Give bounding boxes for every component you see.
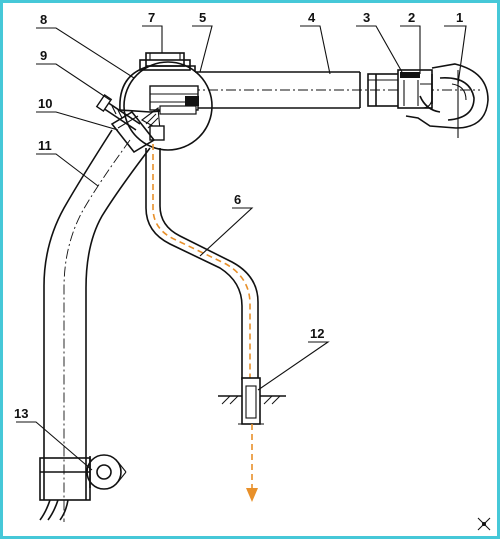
label-1: 1 — [456, 10, 463, 25]
label-6: 6 — [234, 192, 241, 207]
label-8: 8 — [40, 12, 47, 27]
label-13: 13 — [14, 406, 28, 421]
drain-plug-12 — [218, 377, 286, 425]
drain-pipe-6 — [145, 144, 259, 420]
clamp-13 — [39, 454, 127, 521]
elbow-10 — [110, 110, 156, 154]
pipe-11 — [43, 129, 151, 522]
nut-2 — [397, 69, 441, 113]
bolt-9 — [95, 93, 141, 131]
label-4: 4 — [308, 10, 316, 25]
label-12: 12 — [310, 326, 324, 341]
leader-lines — [16, 25, 467, 471]
label-9: 9 — [40, 48, 47, 63]
label-3: 3 — [363, 10, 370, 25]
label-10: 10 — [38, 96, 52, 111]
housing-8 — [119, 61, 213, 151]
pipe-assembly-diagram: 1 2 3 4 5 7 8 9 10 11 6 12 13 — [14, 10, 491, 531]
corner-mark-icon — [477, 517, 491, 531]
label-5: 5 — [199, 10, 206, 25]
label-7: 7 — [148, 10, 155, 25]
callout-labels: 1 2 3 4 5 7 8 9 10 11 6 12 13 — [14, 10, 463, 421]
label-2: 2 — [408, 10, 415, 25]
label-11: 11 — [38, 138, 52, 153]
head-1 — [405, 63, 489, 138]
pipe-4 — [190, 71, 480, 109]
flow-arrow — [246, 424, 258, 502]
